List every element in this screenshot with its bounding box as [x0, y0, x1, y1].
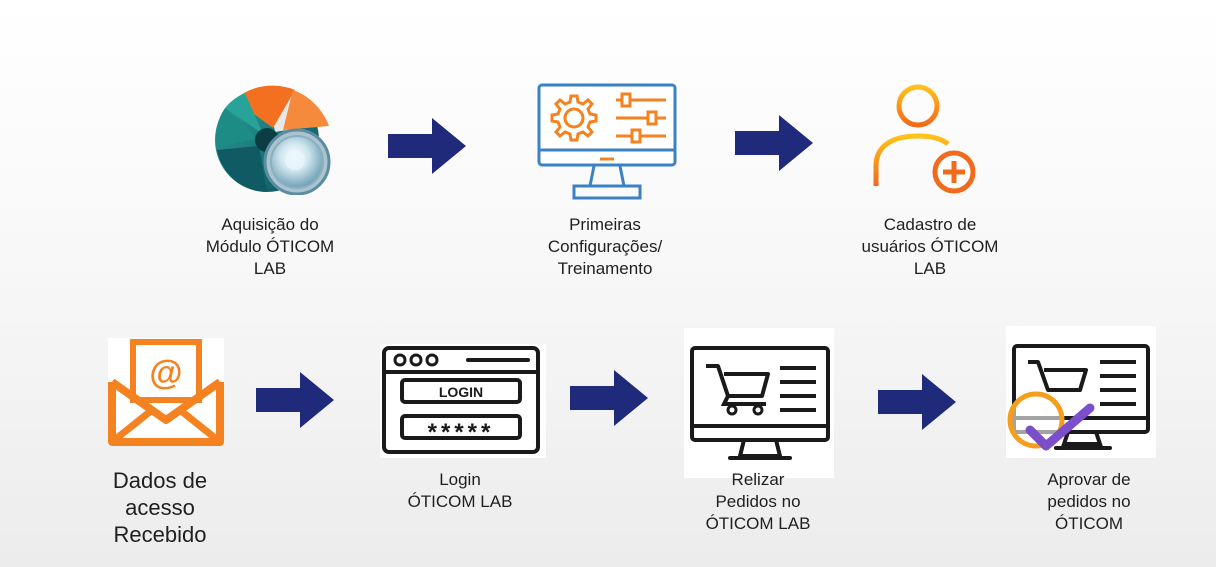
step-user-registration-label: Cadastro de usuários ÓTICOM LAB [861, 215, 999, 278]
flow-arrow-5 [878, 374, 956, 430]
login-field-text: LOGIN [439, 384, 483, 400]
flow-arrow-1 [388, 118, 466, 174]
cart-approve-icon [1006, 326, 1156, 458]
cart-monitor-icon [684, 328, 834, 478]
email-at-icon: @ [108, 338, 224, 446]
step-acquisition-label: Aquisição do Módulo ÓTICOM LAB [205, 215, 335, 278]
flow-arrow-3 [256, 372, 334, 428]
add-user-icon [873, 84, 976, 194]
monitor-settings-icon [537, 83, 677, 200]
step-approve-orders-label: Aprovar de pedidos no ÓTICOM [1047, 470, 1131, 533]
oticom-logo-icon [215, 85, 331, 195]
login-window-icon: LOGIN ***** [380, 344, 546, 458]
step-first-config-label: Primeiras Configurações/ Treinamento [547, 215, 663, 278]
step-place-orders-label: Relizar Pedidos no ÓTICOM LAB [705, 470, 811, 533]
flow-arrow-2 [735, 115, 813, 171]
step-access-received-label: Dados de acesso Recebido [112, 468, 208, 547]
svg-text:@: @ [149, 354, 182, 392]
step-login-label: Login ÓTICOM LAB [407, 470, 513, 511]
flow-arrow-4 [570, 370, 648, 426]
password-field-text: ***** [428, 419, 495, 446]
